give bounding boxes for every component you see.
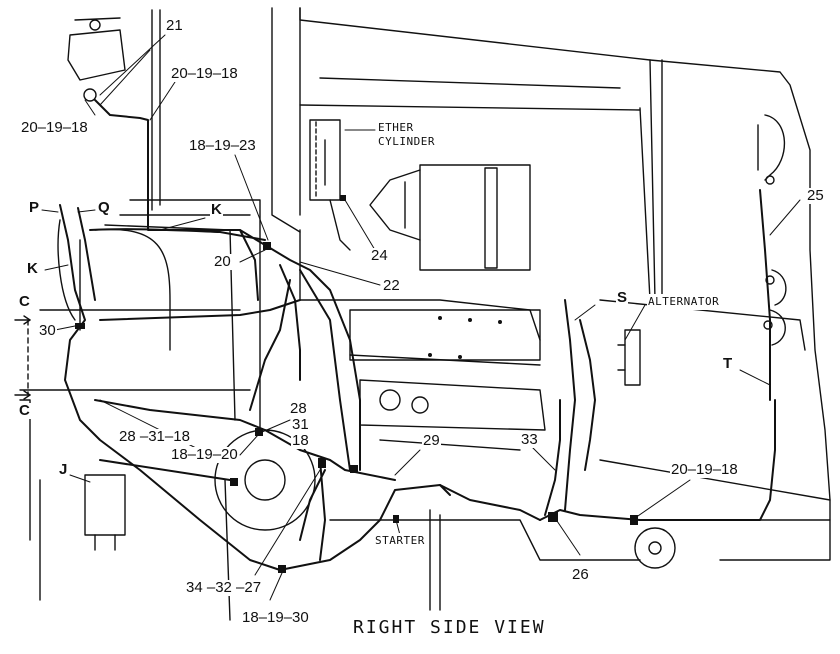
view-caption: RIGHT SIDE VIEW [353,617,546,638]
callout-k-top: K [210,201,223,218]
starter-label: STARTER [374,533,426,549]
callout-18: 18 [291,432,310,449]
callout-33: 33 [520,431,539,448]
callout-18-19-30: 18–19–30 [241,609,310,626]
callout-22: 22 [382,277,401,294]
ether-label-line1: ETHER [377,120,415,136]
callout-k-left: K [26,260,39,277]
alternator-label: ALTERNATOR [647,294,721,310]
section-marker [14,315,31,400]
upper-left-component [67,17,126,102]
callout-20-19-18-right: 20–19–18 [670,461,739,478]
alternator-drawing [617,329,641,386]
callout-34-32-27: 34 –32 –27 [185,579,263,596]
callout-s: S [616,289,629,306]
starter-motor-drawing [369,164,531,271]
callout-20-19-18-top: 20–19–18 [170,65,239,82]
callout-q: Q [97,199,111,216]
callout-20-19-18-left: 20–19–18 [20,119,89,136]
component-j [84,474,126,551]
connectors [75,195,638,573]
callout-t: T [722,355,734,372]
ether-label-line2: CYLINDER [377,134,436,150]
right-lights [757,114,787,346]
callout-c-bottom: C [18,402,31,419]
callout-j: J [58,461,69,478]
engine-block [349,309,546,451]
callout-p: P [28,199,41,216]
callout-28: 28 [289,400,308,417]
callout-20: 20 [213,253,232,270]
callout-18-19-20: 18–19–20 [170,446,239,463]
wiring-harness [59,99,776,571]
callout-25: 25 [806,187,825,204]
leader-lines [41,34,801,601]
callout-21: 21 [165,17,184,34]
callout-18-19-23: 18–19–23 [188,137,257,154]
callout-28-31-18: 28 –31–18 [118,428,191,445]
callout-31: 31 [291,416,310,433]
lower-right-hub [634,527,676,569]
engine-outline [19,7,831,621]
ether-cylinder-assembly [309,119,351,251]
callout-24: 24 [370,247,389,264]
callout-30: 30 [38,322,57,339]
callout-c-top: C [18,293,31,310]
callout-26: 26 [571,566,590,583]
callout-29: 29 [422,432,441,449]
